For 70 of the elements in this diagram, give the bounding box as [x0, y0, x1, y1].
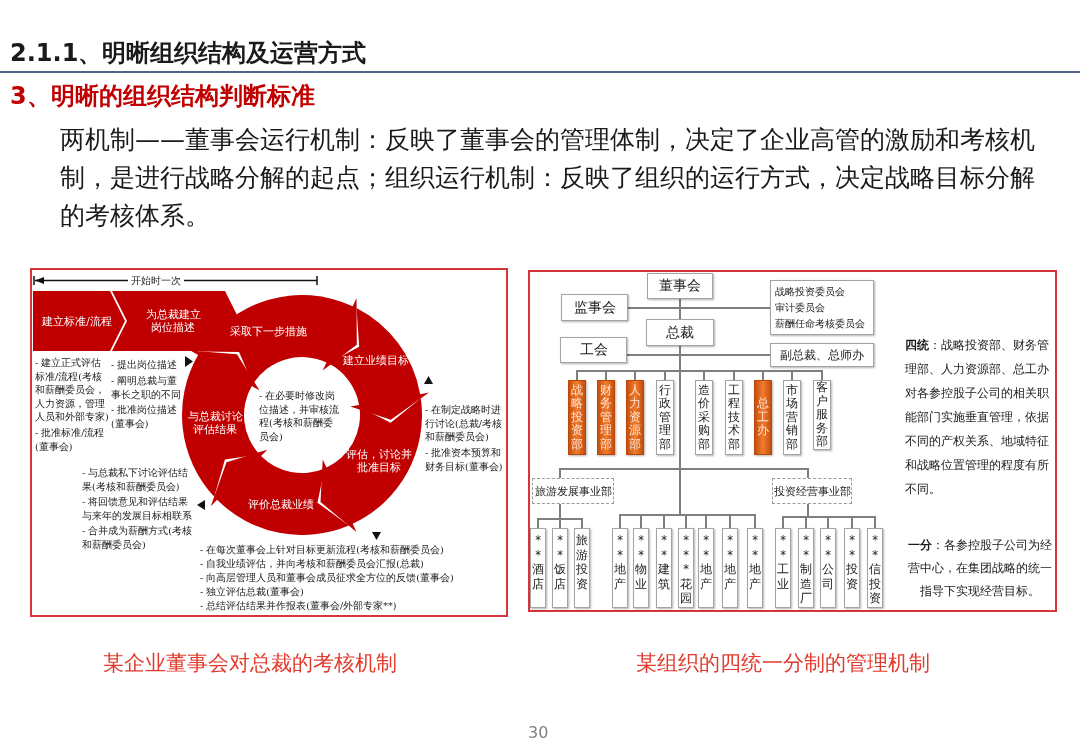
org-box: 监事会 — [561, 294, 628, 321]
bullet-note: - 在制定战略时进行讨论(总裁/考核和薪酬委员会) — [425, 403, 503, 444]
department-box: 人力资源部 — [626, 380, 644, 455]
subsidiary-box: 旅游投资 — [574, 528, 590, 608]
connector-line — [679, 345, 756, 529]
slide-title: 2.1.1、明晰组织结构及运营方式 — [10, 38, 367, 68]
timeline-label: 开始时一次 — [128, 274, 184, 287]
org-box: 董事会 — [647, 273, 713, 299]
description-paragraph: 一分：各参控股子公司为经营中心，在集团战略的统一指导下实现经营目标。 — [907, 537, 1053, 600]
org-box: 副总裁、总师办 — [770, 343, 874, 367]
panel-frame — [30, 268, 508, 617]
stage-label: 建立业绩目标 — [342, 353, 410, 367]
bullet-note: - 在必要时修改岗位描述，并审核流程(考核和薪酬委员会) — [259, 389, 340, 443]
org-box: 工会 — [560, 337, 627, 363]
section-heading: 3、明晰的组织结构判断标准 — [10, 81, 315, 112]
connector-line — [807, 503, 876, 529]
subsidiary-box: **投资 — [844, 528, 860, 608]
department-box: 总工办 — [754, 380, 772, 455]
panel-frame — [528, 270, 1057, 612]
subsidiary-box: **物业 — [633, 528, 649, 608]
stage-label: 建立标准/流程 — [41, 314, 113, 328]
bullet-note: - 批准资本预算和财务目标(董事会) — [425, 446, 504, 473]
bullet-note: - 提出岗位描述 — [111, 358, 179, 372]
stage-label: 为总裁建立岗位描述 — [144, 308, 202, 334]
bullet-note: - 阐明总裁与董事长之职的不同 — [111, 374, 182, 401]
description-paragraph: 四统：战略投资部、财务管理部、人力资源部、总工办对各参控股子公司的相关职能部门实施垂直管理，依据不同的产权关系、地域特征和战略位置管理的程度有所不同。 — [905, 337, 1050, 498]
bullet-note: - 批准标准/流程(董事会) — [35, 426, 106, 453]
subsidiary-box: **信投资 — [867, 528, 883, 608]
subsidiary-box: **地产 — [747, 528, 763, 608]
subsidiary-box: **饭店 — [552, 528, 568, 608]
stage-label: 与总裁讨论评估结果 — [186, 410, 244, 436]
department-box: 造价采购部 — [695, 380, 713, 455]
bullet-note: - 批准岗位描述(董事会) — [111, 403, 179, 430]
connector-line — [559, 503, 583, 529]
stage-label: 评价总裁业绩 — [247, 497, 315, 511]
stage-label: 采取下一步措施 — [228, 324, 308, 338]
subsidiary-box: ***花园 — [678, 528, 694, 608]
bullet-note: - 建立正式评估标准/流程(考核和薪酬委员会，人力资源，管理人员和外部专家) — [35, 356, 109, 424]
subsidiary-box: **酒店 — [530, 528, 546, 608]
stage-label: 评估，讨论并批准目标 — [345, 448, 413, 474]
org-box: 总裁 — [646, 319, 714, 346]
bullet-note: - 将回馈意见和评估结果与来年的发展目标相联系 — [82, 495, 192, 522]
subsidiary-box: **地产 — [722, 528, 738, 608]
figure-caption: 某组织的四统一分制的管理机制 — [635, 650, 931, 677]
page-number: 30 — [528, 722, 549, 743]
bullet-note: - 向高层管理人员和董事会成员征求全方位的反馈(董事会) — [200, 571, 454, 585]
subsidiary-box: **工业 — [775, 528, 791, 608]
bullet-note: - 总结评估结果并作报表(董事会/外部专家**) — [200, 599, 397, 613]
department-box: 战略投资部 — [568, 380, 586, 455]
department-box: 行政管理部 — [656, 380, 674, 455]
figure-caption: 某企业董事会对总裁的考核机制 — [102, 650, 398, 677]
subsidiary-box: **地产 — [698, 528, 714, 608]
department-box: 财务管理部 — [597, 380, 615, 455]
division-box: 旅游发展事业部 — [532, 478, 614, 504]
subsidiary-box: **制造厂 — [798, 528, 814, 608]
connector-line — [679, 298, 771, 309]
division-box: 投资经营事业部 — [772, 478, 852, 504]
body-paragraph: 两机制——董事会运行机制：反映了董事会的管理体制，决定了企业高管的激励和考核机制，是进行战略分解的起点；组织运行机制：反映了组织的运行方式，决定战略目标分解的考核体系。 — [60, 124, 1035, 232]
department-box: 工程技术部 — [725, 380, 743, 455]
committee-box: 战略投资委员会 审计委员会 薪酬任命考核委员会 — [770, 280, 874, 335]
department-box: 客户服务部 — [813, 380, 831, 450]
subsidiary-box: **建筑 — [656, 528, 672, 608]
bullet-note: - 合并成为薪酬方式(考核和薪酬委员会) — [82, 524, 192, 551]
subsidiary-box: **公司 — [820, 528, 836, 608]
department-box: 市场营销部 — [783, 380, 801, 455]
bullet-note: - 在每次董事会上针对目标更新流程(考核和薪酬委员会) — [200, 543, 444, 557]
subsidiary-box: **地产 — [612, 528, 628, 608]
bullet-note: - 自我业绩评估，并向考核和薪酬委员会汇报(总裁) — [200, 557, 424, 571]
bullet-note: - 独立评估总裁(董事会) — [200, 585, 304, 599]
bullet-note: - 与总裁私下讨论评估结果(考核和薪酬委员会) — [82, 466, 190, 493]
